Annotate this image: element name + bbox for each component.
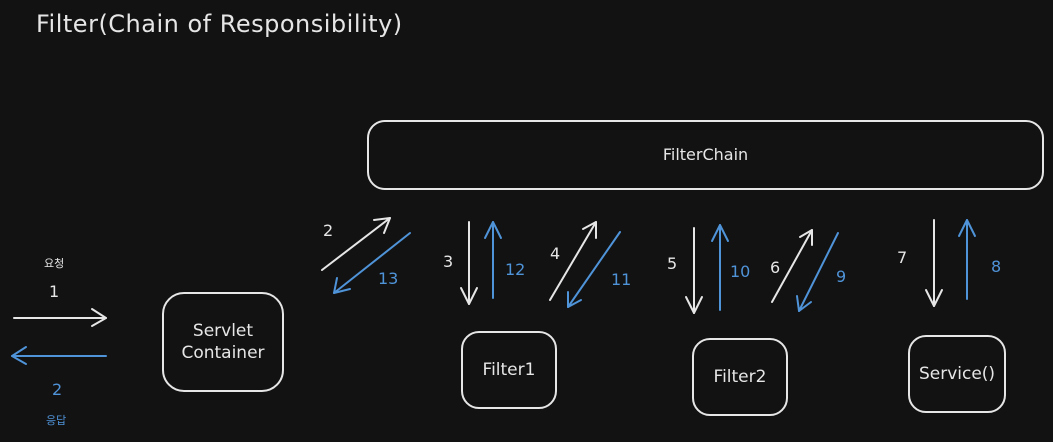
filter2-label: Filter2 — [713, 367, 767, 387]
step10-label: 10 — [730, 262, 751, 281]
step5-label: 5 — [667, 254, 678, 273]
filter1-box: Filter1 — [461, 331, 557, 409]
filter1-label: Filter1 — [482, 360, 536, 380]
servlet-container-box: Servlet Container — [162, 292, 284, 392]
step11-arrow — [567, 231, 621, 308]
step10-arrow — [711, 224, 729, 311]
response-arrow — [11, 346, 107, 365]
filterchain-label: FilterChain — [662, 145, 749, 164]
step2-arrow — [321, 217, 391, 271]
step12-arrow — [484, 221, 502, 299]
filter2-box: Filter2 — [692, 338, 788, 416]
service-box: Service() — [908, 335, 1006, 413]
step13-label: 13 — [378, 269, 399, 288]
step3-label: 3 — [443, 252, 454, 271]
filterchain-box: FilterChain — [367, 120, 1044, 190]
service-label: Service() — [918, 364, 996, 384]
step6-label: 6 — [770, 258, 781, 277]
step5-arrow — [685, 227, 703, 314]
step6-arrow — [771, 229, 813, 303]
step7-label: 7 — [897, 248, 908, 267]
response-step-label: 2 — [52, 380, 63, 399]
step9-arrow — [796, 232, 839, 312]
step8-label: 8 — [991, 257, 1002, 276]
step12-label: 12 — [505, 260, 526, 279]
request-arrow — [13, 308, 107, 327]
step13-arrow — [333, 232, 411, 294]
servlet-label-line1: Servlet — [192, 321, 254, 341]
request-step-label: 1 — [49, 282, 60, 301]
step4-label: 4 — [550, 244, 561, 263]
servlet-label-line2: Container — [181, 343, 265, 363]
step2-label: 2 — [323, 221, 334, 240]
step7-arrow — [925, 219, 943, 307]
response-text-label: 응답 — [46, 414, 67, 427]
step9-label: 9 — [836, 267, 847, 286]
step8-arrow — [958, 219, 976, 300]
diagram-title: Filter(Chain of Responsibility) — [36, 10, 403, 38]
step4-arrow — [549, 221, 597, 301]
step3-arrow — [460, 221, 478, 305]
request-text-label: 요청 — [44, 257, 65, 270]
step11-label: 11 — [611, 270, 632, 289]
